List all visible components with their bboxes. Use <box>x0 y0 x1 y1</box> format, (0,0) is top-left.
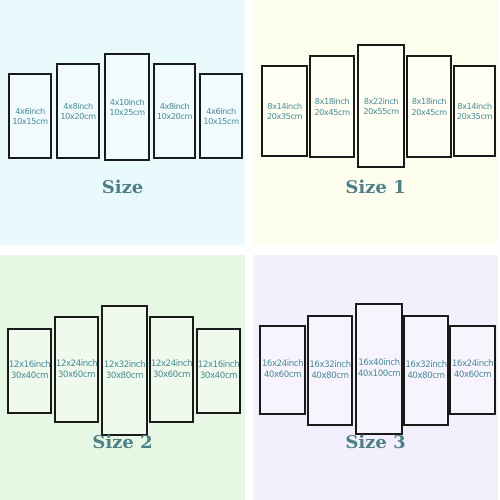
panel-inch-label: 12x16inch <box>8 360 51 371</box>
panel-inch-label: 4x8inch <box>63 100 93 111</box>
panel-cm-label: 30x80cm <box>105 370 144 381</box>
panel-inch-label: 12x24inch <box>150 358 193 369</box>
panel-inch-label: 4x8inch <box>159 100 190 111</box>
size-title: Size 1 <box>345 177 406 198</box>
panel-cm-label: 10x15cm <box>203 116 239 126</box>
size-title: Size 2 <box>92 432 153 453</box>
panel-inch-label: 12x24inch <box>55 358 98 369</box>
panel-cm-label: 20x35cm <box>266 111 303 121</box>
panel-cm-label: 30x60cm <box>57 369 96 380</box>
panel-cm-label: 30x60cm <box>152 369 191 380</box>
panel-cm-label: 40x80cm <box>311 370 349 381</box>
panel-inch-label: 16x40inch <box>358 358 400 369</box>
panel-cm-label: 40x100cm <box>357 369 401 379</box>
panel-cm-label: 40x60cm <box>263 370 302 380</box>
panel-inch-label: 8x14inch <box>267 100 302 111</box>
panel-inch-label: 8x18inch <box>411 96 447 107</box>
panel-cm-label: 10x25cm <box>109 107 145 117</box>
panel-cm-label: 20x35cm <box>456 111 493 121</box>
panel-cm-label: 10x20cm <box>156 111 193 121</box>
panel-inch-label: 16x32inch <box>309 359 351 370</box>
panel-inch-label: 8x22inch <box>363 95 399 106</box>
panel-inch-label: 12x32inch <box>103 359 146 370</box>
panel-cm-label: 40x60cm <box>453 370 492 380</box>
panel-inch-label: 16x24inch <box>451 359 494 370</box>
size-title: Size 3 <box>345 432 406 453</box>
panel-cm-label: 20x45cm <box>314 106 350 117</box>
panel-inch-label: 8x14inch <box>457 100 492 111</box>
panel-inch-label: 4x6inch <box>15 105 45 116</box>
panel-inch-label: 4x6inch <box>206 105 236 116</box>
panel-inch-label: 4x10inch <box>109 96 145 107</box>
panel-inch-label: 12x16inch <box>197 360 240 371</box>
panel-cm-label: 30x40cm <box>199 371 238 381</box>
panel-cm-label: 10x15cm <box>12 116 48 126</box>
panel-cm-label: 20x45cm <box>411 106 447 117</box>
panel-inch-label: 16x24inch <box>261 359 304 370</box>
size-title: Size <box>101 177 144 198</box>
panel-inch-label: 8x18inch <box>314 96 350 107</box>
panel-cm-label: 20x55cm <box>363 106 399 116</box>
panel-cm-label: 40x80cm <box>407 370 445 381</box>
panel-cm-label: 10x20cm <box>60 111 96 121</box>
panel-inch-label: 16x32inch <box>405 359 447 370</box>
panel-cm-label: 30x40cm <box>10 371 49 381</box>
